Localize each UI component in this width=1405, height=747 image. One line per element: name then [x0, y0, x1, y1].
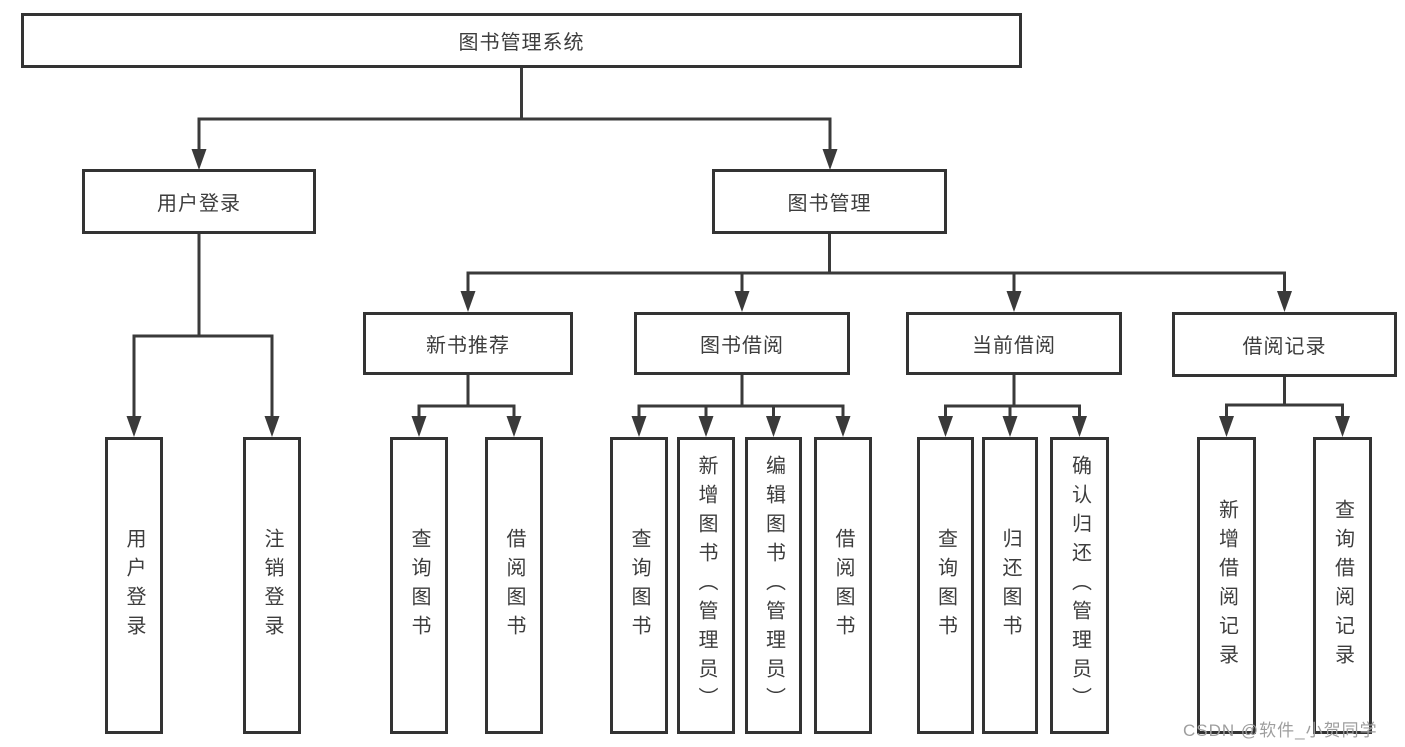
node-current-borrow-label: 当前借阅 — [972, 335, 1056, 357]
leaf-edit-books-admin-label: 编辑图书（管理员） — [762, 455, 785, 716]
leaf-query-books-recommend: 查询图书 — [390, 437, 448, 734]
node-borrow-records: 借阅记录 — [1172, 312, 1397, 377]
watermark: CSDN @软件_小贺同学 — [1183, 721, 1378, 740]
leaf-query-borrow-record: 查询借阅记录 — [1313, 437, 1372, 734]
leaf-query-books-borrow: 查询图书 — [610, 437, 668, 734]
leaf-query-books-borrow-label: 查询图书 — [628, 527, 650, 644]
leaf-borrow-books-recommend-label: 借阅图书 — [503, 527, 525, 644]
leaf-add-books-admin: 新增图书（管理员） — [677, 437, 735, 734]
leaf-add-borrow-record: 新增借阅记录 — [1197, 437, 1256, 734]
node-book-borrow-label: 图书借阅 — [700, 335, 784, 357]
node-new-book-recommend: 新书推荐 — [363, 312, 573, 375]
node-new-book-recommend-label: 新书推荐 — [426, 335, 510, 357]
leaf-add-borrow-record-label: 新增借阅记录 — [1215, 498, 1238, 673]
leaf-logout-label: 注销登录 — [261, 527, 283, 644]
leaf-borrow-books-label: 借阅图书 — [832, 527, 854, 644]
node-current-borrow: 当前借阅 — [906, 312, 1122, 375]
leaf-add-books-admin-label: 新增图书（管理员） — [695, 455, 717, 716]
node-user-login: 用户登录 — [82, 169, 316, 234]
leaf-confirm-return-admin-label: 确认归还（管理员） — [1068, 455, 1091, 716]
leaf-query-books-current-label: 查询图书 — [934, 527, 957, 644]
leaf-logout: 注销登录 — [243, 437, 301, 734]
node-book-management-label: 图书管理 — [787, 193, 872, 215]
node-book-system-label: 图书管理系统 — [458, 32, 585, 54]
connector-segments — [132, 68, 1344, 417]
node-borrow-records-label: 借阅记录 — [1242, 336, 1327, 358]
node-book-borrow: 图书借阅 — [634, 312, 850, 375]
leaf-borrow-books: 借阅图书 — [814, 437, 872, 734]
leaf-user-login: 用户登录 — [105, 437, 163, 734]
leaf-edit-books-admin: 编辑图书（管理员） — [745, 437, 802, 734]
arrowheads — [126, 149, 1350, 437]
node-book-management: 图书管理 — [712, 169, 947, 234]
leaf-query-books-current: 查询图书 — [917, 437, 974, 734]
leaf-confirm-return-admin: 确认归还（管理员） — [1050, 437, 1109, 734]
node-book-system: 图书管理系统 — [21, 13, 1022, 68]
leaf-query-borrow-record-label: 查询借阅记录 — [1331, 498, 1354, 673]
leaf-borrow-books-recommend: 借阅图书 — [485, 437, 543, 734]
leaf-query-books-recommend-label: 查询图书 — [408, 527, 430, 644]
leaf-return-books: 归还图书 — [982, 437, 1038, 734]
leaf-return-books-label: 归还图书 — [999, 527, 1021, 644]
leaf-user-login-label: 用户登录 — [123, 527, 145, 644]
node-user-login-label: 用户登录 — [157, 193, 241, 215]
